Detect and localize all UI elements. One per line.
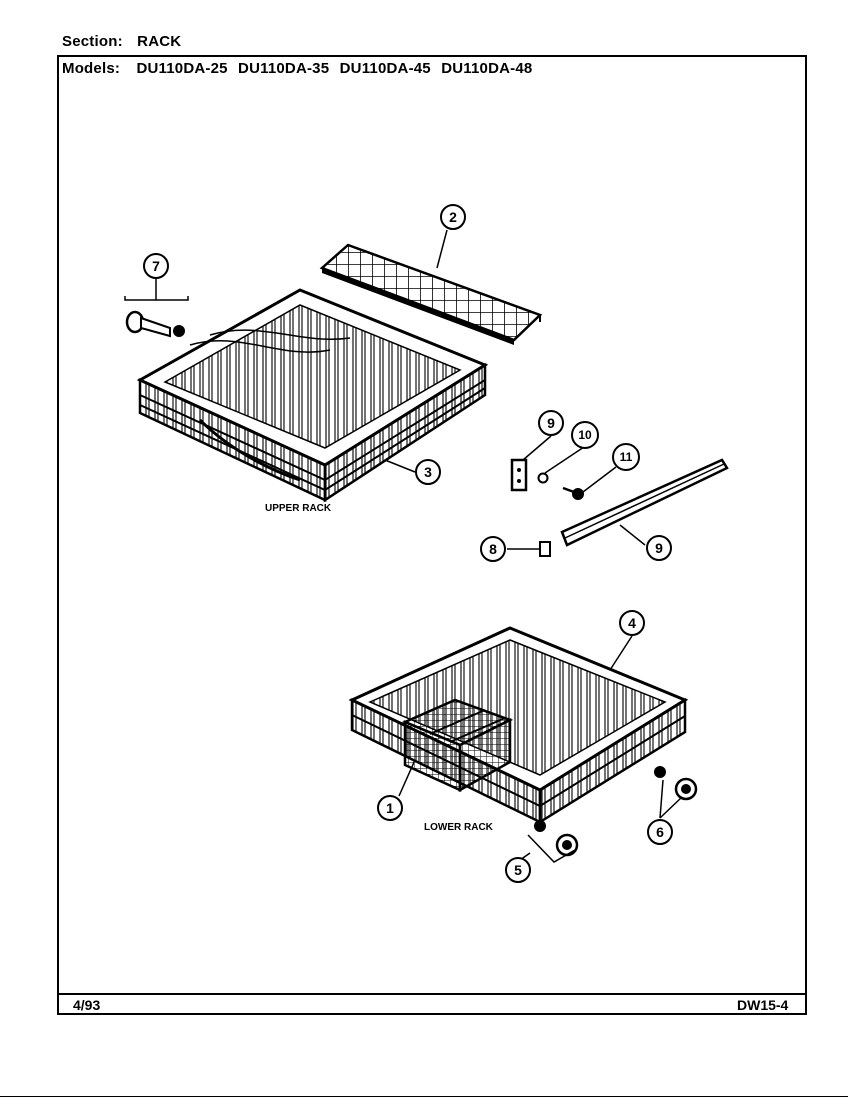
svg-text:9: 9 bbox=[547, 415, 555, 431]
upper-rack-label: UPPER RACK bbox=[265, 503, 332, 514]
shelf-grid-part bbox=[319, 243, 543, 345]
models-label: Models: bbox=[62, 60, 121, 77]
callout-2: 2 bbox=[440, 204, 466, 230]
svg-text:10: 10 bbox=[578, 428, 592, 442]
section-label: Section: bbox=[62, 33, 123, 50]
wheel-parts bbox=[527, 766, 698, 863]
callout-6: 6 bbox=[647, 819, 673, 845]
section-header: Section: RACK bbox=[62, 33, 181, 50]
leader-lines bbox=[155, 229, 683, 861]
model-2: DU110DA-35 bbox=[238, 60, 330, 77]
page-bottom-rule bbox=[0, 1096, 848, 1097]
callout-7: 7 bbox=[143, 253, 169, 279]
callout-9-rail: 9 bbox=[646, 535, 672, 561]
svg-text:5: 5 bbox=[514, 862, 522, 878]
lower-rack-part bbox=[348, 626, 689, 825]
footer-divider bbox=[57, 993, 807, 995]
callout-8: 8 bbox=[480, 536, 506, 562]
section-value: RACK bbox=[137, 33, 182, 50]
callout-3: 3 bbox=[415, 459, 441, 485]
hardware-parts bbox=[510, 458, 584, 500]
svg-text:11: 11 bbox=[620, 450, 633, 464]
svg-text:4: 4 bbox=[628, 615, 636, 631]
svg-text:1: 1 bbox=[386, 800, 394, 816]
callout-1: 1 bbox=[377, 795, 403, 821]
svg-text:3: 3 bbox=[424, 464, 432, 480]
rack-rail-part bbox=[560, 458, 729, 547]
models-header: Models: DU110DA-25 DU110DA-35 DU110DA-45… bbox=[62, 60, 532, 77]
model-1: DU110DA-25 bbox=[136, 60, 228, 77]
callout-10: 10 bbox=[571, 421, 599, 449]
footer-code: DW15-4 bbox=[737, 997, 789, 1013]
roller-part bbox=[124, 285, 189, 338]
diagram-frame bbox=[57, 55, 807, 1015]
rail-stop-part bbox=[539, 541, 551, 557]
upper-rack-part bbox=[136, 288, 489, 503]
callout-9-clip: 9 bbox=[538, 410, 564, 436]
svg-text:7: 7 bbox=[152, 258, 160, 274]
callout-11: 11 bbox=[612, 443, 640, 471]
svg-text:8: 8 bbox=[489, 541, 497, 557]
svg-text:2: 2 bbox=[449, 209, 457, 225]
callout-4: 4 bbox=[619, 610, 645, 636]
svg-text:6: 6 bbox=[656, 824, 664, 840]
model-4: DU110DA-48 bbox=[441, 60, 533, 77]
lower-rack-label: LOWER RACK bbox=[424, 822, 494, 833]
svg-text:9: 9 bbox=[655, 540, 663, 556]
model-3: DU110DA-45 bbox=[339, 60, 431, 77]
footer-date: 4/93 bbox=[73, 997, 101, 1013]
callout-5: 5 bbox=[505, 857, 531, 883]
